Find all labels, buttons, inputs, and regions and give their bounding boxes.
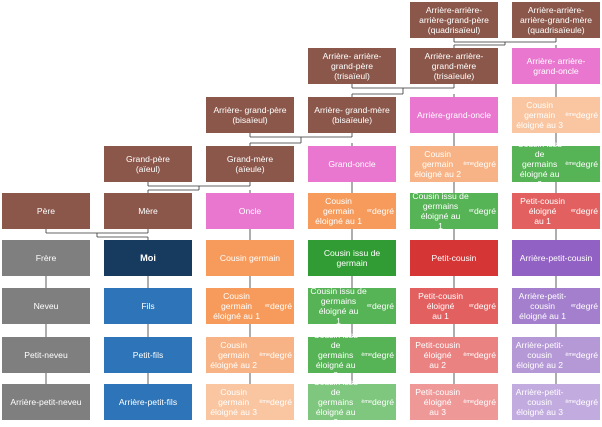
box-fils: Fils: [104, 288, 192, 324]
box-arriere-petit-cousin: Arrière-petit-cousin: [512, 240, 600, 276]
box-petit-cousin: Petit-cousin: [410, 240, 498, 276]
box-arriere-petit-fils: Arrière-petit-fils: [104, 384, 192, 420]
box-neveu: Neveu: [2, 288, 90, 324]
box-moi: Moi: [104, 240, 192, 276]
box-frere: Frère: [2, 240, 90, 276]
box-arriere-arriere-grand-pere: Arrière- arrière-grand-père(trisaïeul): [308, 48, 396, 84]
box-grand-oncle: Grand-oncle: [308, 146, 396, 182]
box-grand-mere: Grand-mère(aïeule): [206, 146, 294, 182]
box-arriere-petit-neveu: Arrière-petit-neveu: [2, 384, 90, 420]
box-mere: Mère: [104, 193, 192, 229]
box-arriere-grand-oncle: Arrière-grand-oncle: [410, 97, 498, 133]
box-arriere-grand-mere: Arrière- grand-mère(bisaïeule): [308, 97, 396, 133]
box-arriere-arriere-arriere-grand-pere: Arrière-arrière-arrière-grand-père(quadr…: [410, 2, 498, 38]
box-petit-fils: Petit-fils: [104, 337, 192, 373]
box-arriere-arriere-grand-mere: Arrière- arrière-grand-mère(trisaïeule): [410, 48, 498, 84]
box-cousin-germain: Cousin germain: [206, 240, 294, 276]
box-pere: Père: [2, 193, 90, 229]
box-grand-pere: Grand-père(aïeul): [104, 146, 192, 182]
box-arriere-arriere-arriere-grand-mere: Arrière-arrière-arrière-grand-mère(quadr…: [512, 2, 600, 38]
box-oncle: Oncle: [206, 193, 294, 229]
box-arriere-grand-pere: Arrière- grand-père(bisaïeul): [206, 97, 294, 133]
box-arriere-arriere-grand-oncle: Arrière- arrière-grand-oncle: [512, 48, 600, 84]
box-petit-neveu: Petit-neveu: [2, 337, 90, 373]
